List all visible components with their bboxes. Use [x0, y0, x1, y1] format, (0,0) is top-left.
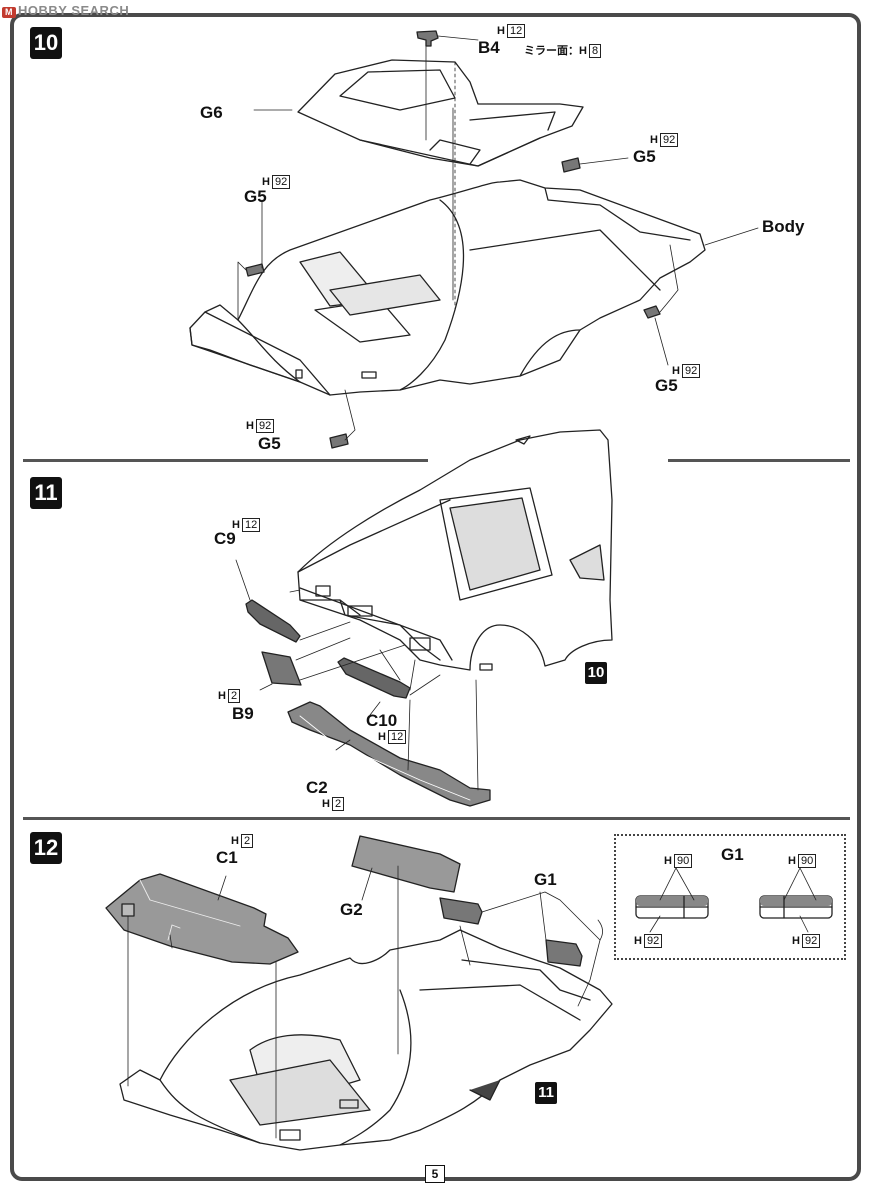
- section-divider: [23, 459, 428, 462]
- g1-legend-drawing: [635, 867, 833, 933]
- paint-number: 92: [801, 934, 821, 948]
- part-label-g5: G5: [244, 187, 267, 206]
- paint-prefix: H: [262, 176, 270, 188]
- paint-prefix: H: [634, 935, 642, 947]
- paint-prefix: H: [322, 798, 330, 810]
- part-label-g5: G5: [633, 147, 656, 166]
- watermark-logo: M: [2, 7, 16, 18]
- legend-title: G1: [721, 845, 744, 864]
- paint-number: 92: [643, 934, 663, 948]
- paint-prefix: H: [378, 731, 386, 743]
- part-label-c2: C2: [306, 778, 328, 797]
- paint-prefix: H: [788, 855, 796, 867]
- part-label-g5: G5: [655, 376, 678, 395]
- step-reference-badge: 11: [535, 1082, 557, 1104]
- part-label-g1: G1: [534, 870, 557, 889]
- step10-drawing: [189, 30, 759, 449]
- paint-prefix: H: [232, 519, 240, 531]
- part-label-c1: C1: [216, 848, 238, 867]
- paint-number: 2: [240, 834, 254, 848]
- section-divider: [668, 459, 850, 462]
- step-number: 11: [30, 477, 62, 509]
- mirror-text: ミラー面：H: [524, 45, 587, 57]
- paint-number: 90: [797, 854, 817, 868]
- step12-drawing: [105, 835, 613, 1151]
- page-number: 5: [425, 1165, 445, 1183]
- paint-prefix: H: [664, 855, 672, 867]
- g1-color-legend: [614, 834, 846, 960]
- section-divider: [23, 817, 850, 820]
- paint-number: 92: [659, 133, 679, 147]
- part-label-g6: G6: [200, 103, 223, 122]
- paint-number: 92: [681, 364, 701, 378]
- part-label-b9: B9: [232, 704, 254, 723]
- paint-prefix: H: [218, 690, 226, 702]
- paint-number: 92: [255, 419, 275, 433]
- paint-prefix: H: [246, 420, 254, 432]
- paint-prefix: H: [650, 134, 658, 146]
- step-reference-badge: 10: [585, 662, 607, 684]
- paint-number: 12: [506, 24, 526, 38]
- paint-prefix: H: [497, 25, 505, 37]
- part-label-g5: G5: [258, 434, 281, 453]
- part-label-c9: C9: [214, 529, 236, 548]
- paint-number: 12: [241, 518, 261, 532]
- paint-number: 2: [227, 689, 241, 703]
- part-label-body: Body: [762, 217, 805, 236]
- paint-prefix: H: [792, 935, 800, 947]
- paint-number: 2: [331, 797, 345, 811]
- part-label-g2: G2: [340, 900, 363, 919]
- paint-number: 12: [387, 730, 407, 744]
- paint-number: 90: [673, 854, 693, 868]
- part-label-c10: C10: [366, 711, 398, 730]
- step-number: 10: [30, 27, 62, 59]
- step11-drawing: [235, 429, 613, 807]
- part-label-b4: B4: [478, 38, 500, 57]
- paint-number: 92: [271, 175, 291, 189]
- paint-prefix: H: [231, 835, 239, 847]
- paint-prefix: H: [672, 365, 680, 377]
- watermark-text: HOBBY SEARCH: [18, 3, 130, 18]
- step-number: 12: [30, 832, 62, 864]
- paint-number: 8: [588, 44, 602, 58]
